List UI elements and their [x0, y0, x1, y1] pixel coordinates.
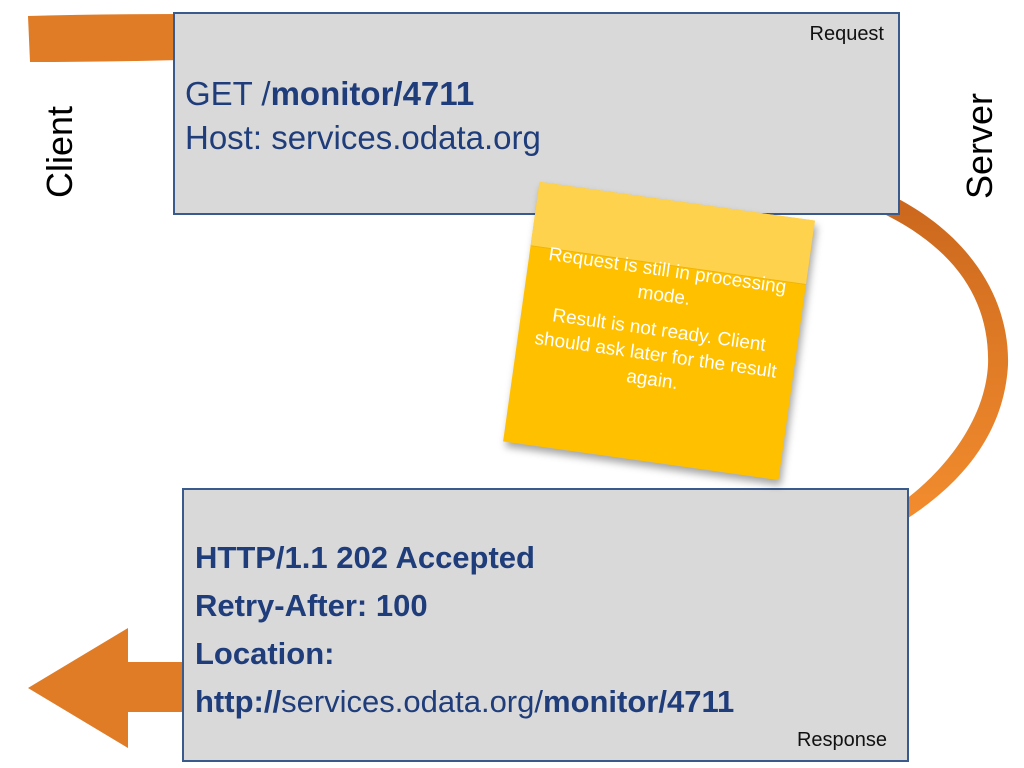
client-request-arrow-band — [28, 14, 180, 62]
request-path-sep: / — [261, 75, 271, 112]
server-label: Server — [959, 92, 1000, 200]
sticky-note: Request is still in processing mode. Res… — [503, 181, 815, 481]
request-lines: GET /monitor/4711 Host: services.odata.o… — [185, 72, 541, 160]
response-location-label: Location: — [195, 636, 335, 671]
server-curve-arrow-band — [880, 190, 1009, 520]
response-client-arrow — [28, 628, 188, 748]
response-status-line: HTTP/1.1 202 Accepted — [195, 540, 535, 575]
response-location-url: http://services.odata.org/monitor/4711 — [195, 678, 734, 726]
url-path: monitor/4711 — [543, 684, 735, 719]
request-line: GET /monitor/4711 — [185, 72, 541, 116]
request-box: Request GET /monitor/4711 Host: services… — [173, 12, 900, 215]
response-retry-line: Retry-After: 100 — [195, 588, 428, 623]
url-host: services.odata.org/ — [281, 684, 543, 719]
request-method: GET — [185, 75, 262, 112]
response-box: HTTP/1.1 202 Accepted Retry-After: 100 L… — [182, 488, 909, 762]
response-label: Response — [796, 729, 887, 751]
request-path: monitor/4711 — [270, 75, 475, 112]
response-lines: HTTP/1.1 202 Accepted Retry-After: 100 L… — [195, 534, 734, 726]
request-host-line: Host: services.odata.org — [185, 119, 541, 156]
request-label: Request — [809, 23, 885, 45]
url-scheme: http:// — [195, 684, 282, 719]
client-label: Client — [39, 105, 80, 199]
